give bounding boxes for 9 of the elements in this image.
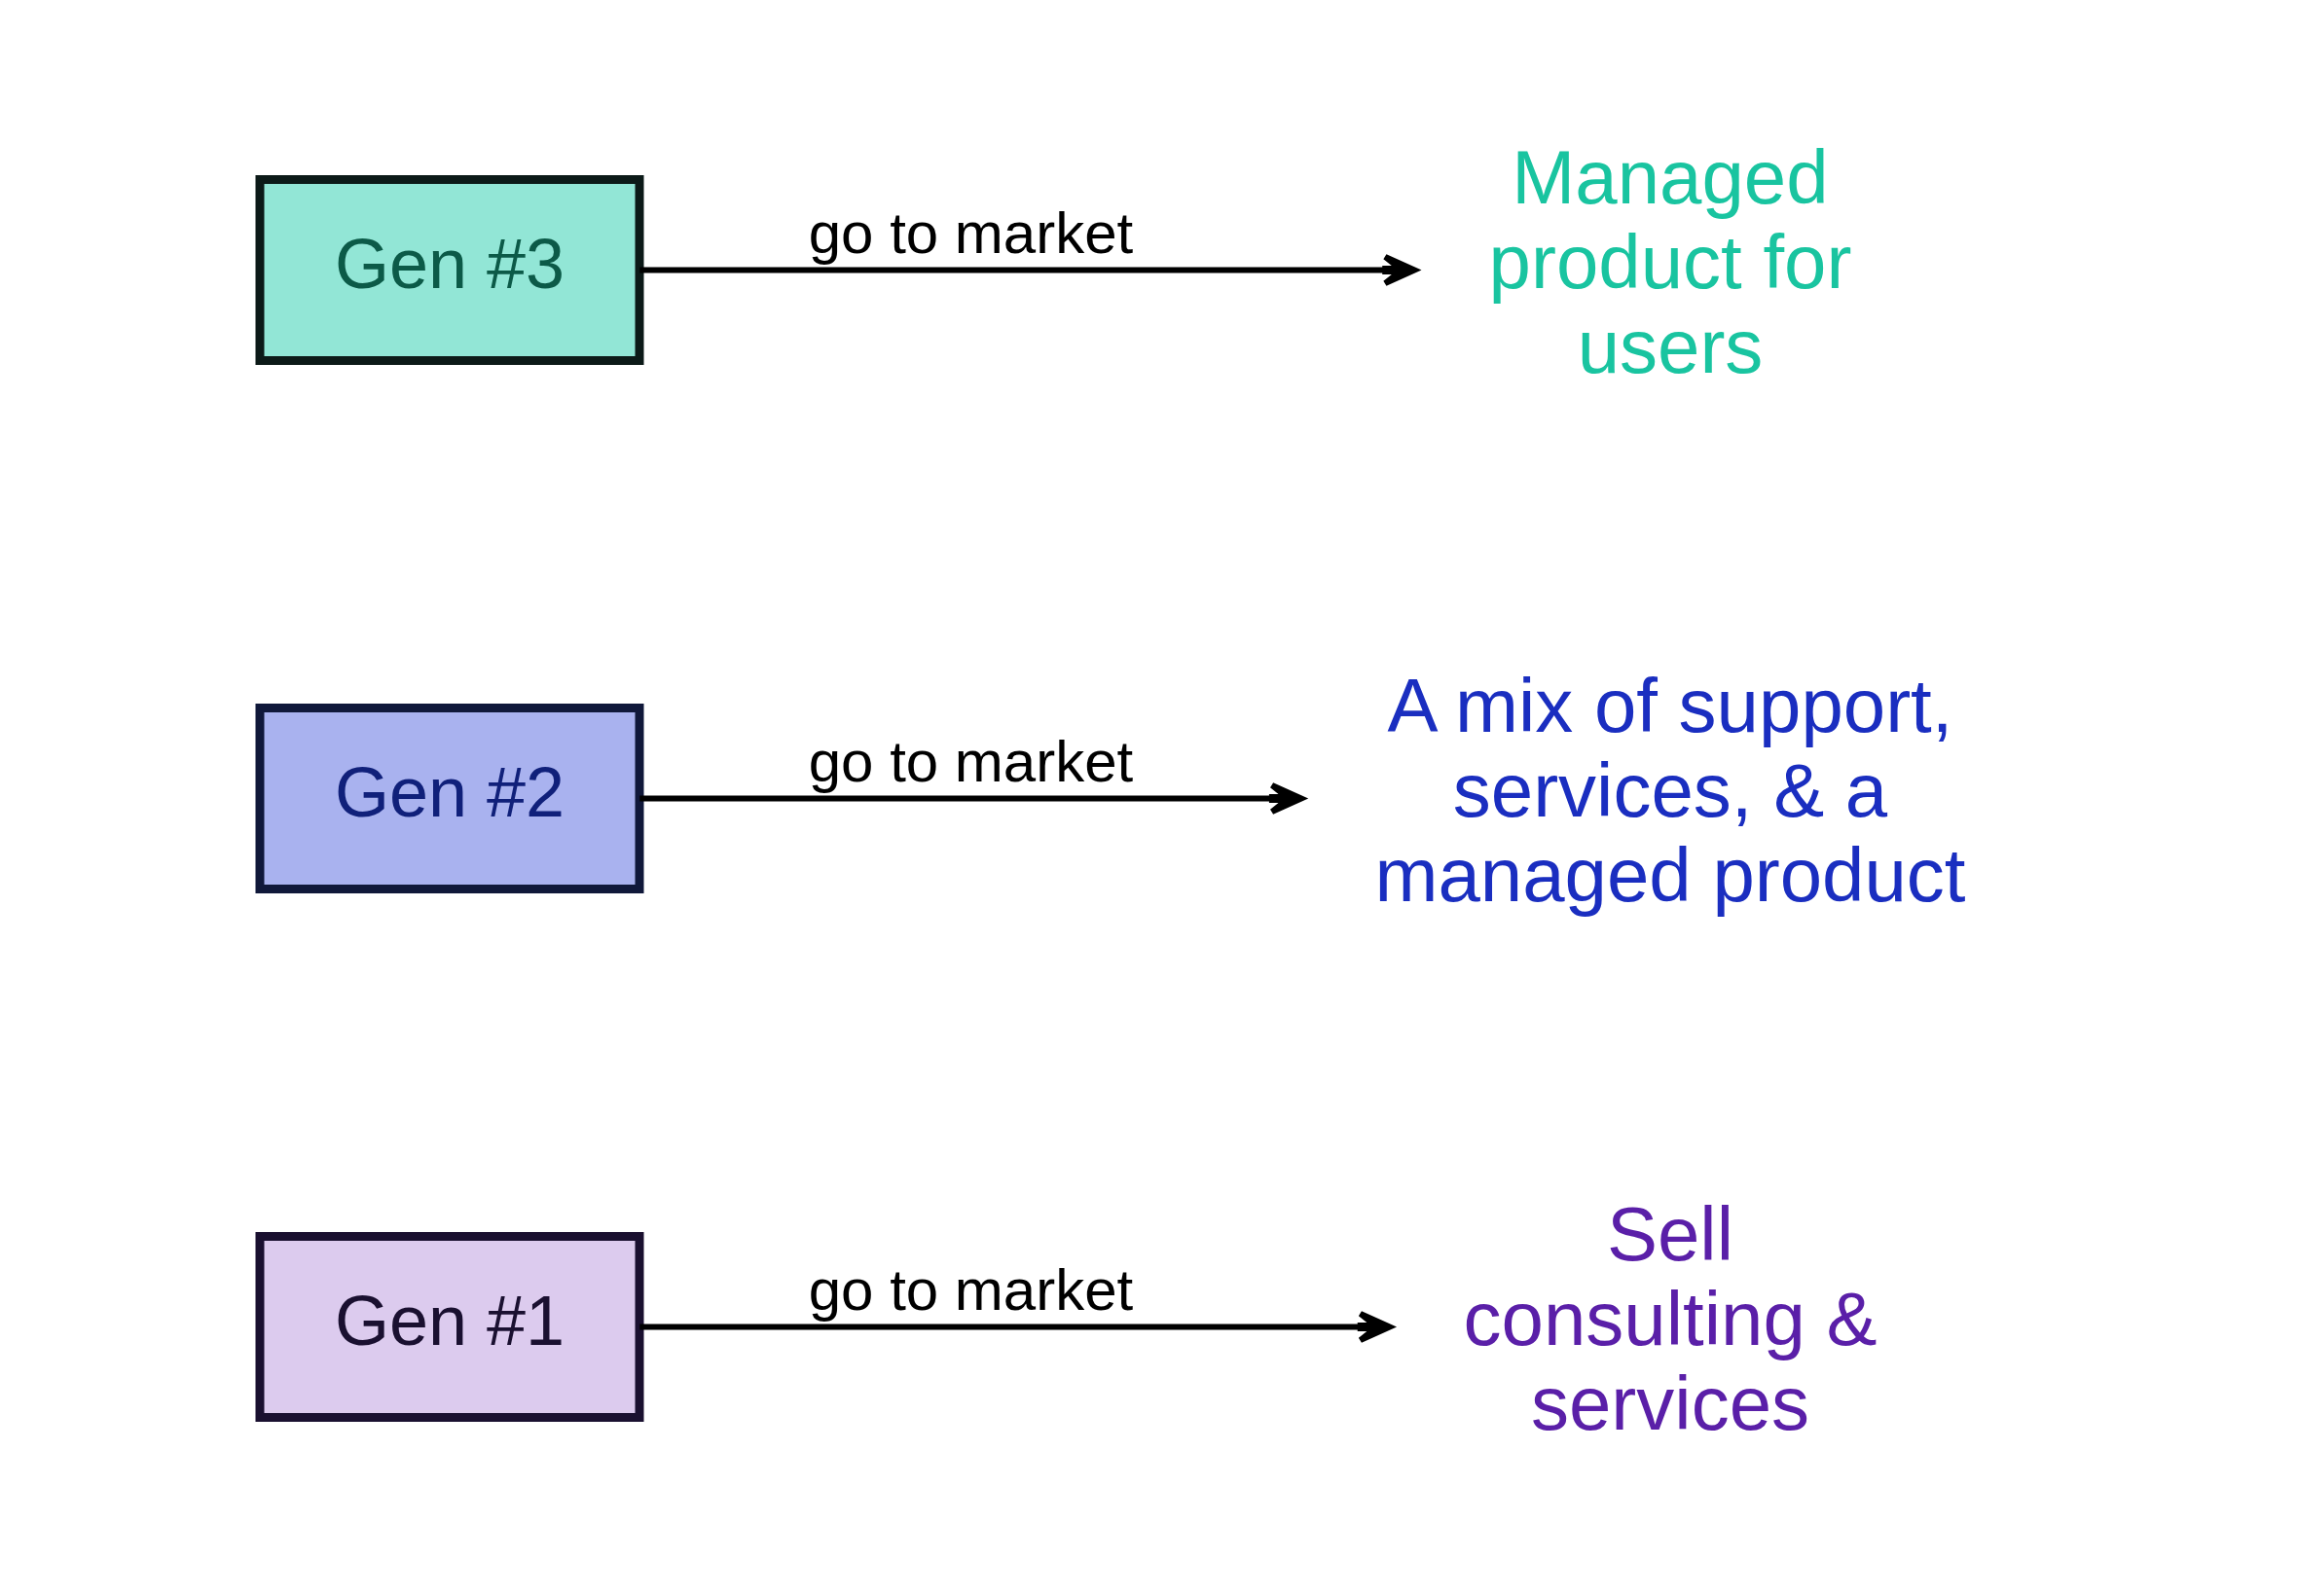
edge-label: go to market	[808, 1256, 1133, 1322]
node-box: Gen #2	[255, 703, 643, 893]
edge-label: go to market	[808, 728, 1133, 793]
node-box: Gen #1	[255, 1231, 643, 1422]
node-box: Gen #3	[255, 174, 643, 365]
node-text: Sell consulting & services	[1463, 1190, 1877, 1446]
node-text: Managed product for users	[1488, 133, 1851, 389]
node-text: A mix of support, services, & a managed product	[1373, 662, 1966, 918]
edge-label: go to market	[808, 200, 1133, 265]
